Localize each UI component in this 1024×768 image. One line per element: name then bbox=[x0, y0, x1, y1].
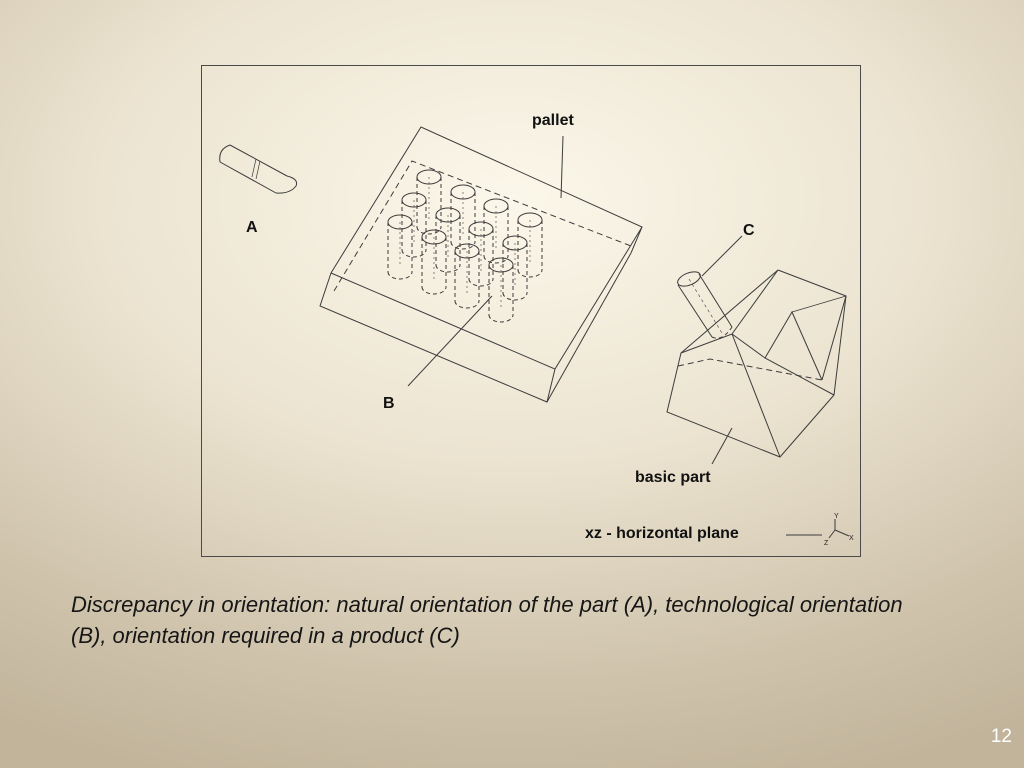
axis-label-x: X bbox=[849, 535, 854, 542]
basic-part bbox=[666, 269, 847, 458]
part-b-cylinder bbox=[454, 243, 480, 309]
part-b-cylinder bbox=[401, 192, 427, 258]
label-horizontal-plane: xz - horizontal plane bbox=[585, 525, 739, 542]
part-b-cylinder bbox=[450, 184, 476, 250]
leader-b bbox=[407, 295, 493, 387]
figure-frame: pallet A C B basic part xz - horizontal … bbox=[201, 65, 861, 557]
figure-caption: Discrepancy in orientation: natural orie… bbox=[71, 592, 903, 648]
leader-basic-part bbox=[711, 427, 733, 465]
leader-pallet bbox=[560, 135, 564, 199]
label-pallet: pallet bbox=[532, 112, 574, 129]
part-b-cylinder bbox=[502, 235, 528, 301]
part-c-cylinder bbox=[677, 271, 733, 339]
part-b-cylinder bbox=[488, 257, 514, 323]
axis-label-y: Y bbox=[834, 513, 839, 520]
part-b-cylinders bbox=[387, 169, 543, 323]
label-b: B bbox=[383, 395, 395, 412]
part-b-cylinder bbox=[483, 198, 509, 264]
label-basic-part: basic part bbox=[635, 469, 711, 486]
page-number: 12 bbox=[990, 726, 1012, 747]
orientation-diagram: pallet A C B basic part xz - horizontal … bbox=[219, 112, 854, 547]
axis-label-z: Z bbox=[824, 540, 829, 547]
leader-c bbox=[701, 235, 743, 277]
part-a-cylinder bbox=[219, 144, 298, 194]
label-c: C bbox=[743, 222, 755, 239]
label-a: A bbox=[246, 219, 258, 236]
part-b-cylinder bbox=[416, 169, 442, 235]
axes-icon bbox=[828, 519, 850, 539]
pallet bbox=[319, 126, 643, 403]
part-b-cylinder bbox=[468, 221, 494, 287]
part-b-cylinder bbox=[517, 212, 543, 278]
part-b-cylinder bbox=[435, 207, 461, 273]
part-b-cylinder bbox=[421, 229, 447, 295]
part-b-cylinder bbox=[387, 214, 413, 280]
